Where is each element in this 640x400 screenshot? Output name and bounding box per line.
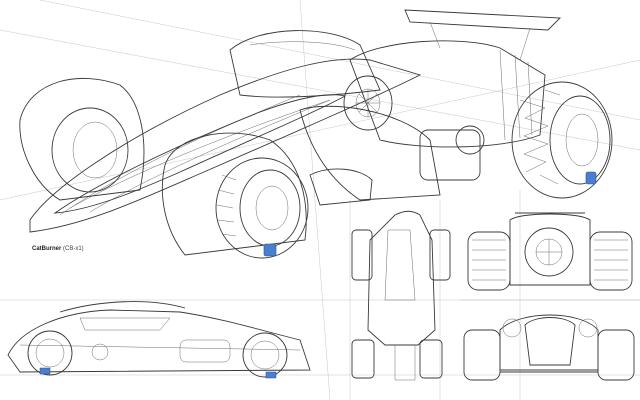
- fuselage: [29, 58, 422, 233]
- rear-body: [509, 213, 591, 286]
- top-front-left-wheel: [351, 229, 373, 281]
- front-left-tire: [463, 329, 501, 381]
- rear-side-panel: [419, 129, 481, 181]
- top-rear-right-wheel: [419, 339, 443, 379]
- front-right-tire: [597, 329, 635, 381]
- side-pod: [309, 168, 373, 206]
- front-left-wheel: [51, 107, 129, 193]
- rear-left-tire: [467, 231, 511, 291]
- rear-wing: [404, 9, 562, 31]
- top-rear-left-wheel: [351, 339, 375, 379]
- side-rear-wheel: [242, 332, 288, 378]
- rear-view: [467, 212, 633, 291]
- side-port: [455, 125, 485, 155]
- turbine-intake: [343, 75, 393, 131]
- mid-body: [299, 105, 441, 201]
- front-cockpit: [524, 317, 576, 366]
- rear-turbine-housing: [349, 40, 546, 148]
- side-body: [7, 309, 311, 373]
- front-right-wheel: [215, 157, 309, 259]
- caption-code: (CB-x1): [63, 246, 84, 252]
- top-view: [351, 210, 451, 381]
- caption-name: CatBurner: [32, 246, 62, 252]
- side-front-wheel: [27, 330, 73, 376]
- rear-wheel-accent: [585, 171, 597, 185]
- top-front-right-wheel: [429, 229, 451, 281]
- figure-caption: CatBurner (CB-x1): [32, 246, 84, 252]
- rear-right-wheel: [511, 81, 613, 199]
- upper-pod: [229, 30, 381, 98]
- front-left-fender: [19, 78, 145, 201]
- side-view: [7, 301, 311, 379]
- main-perspective-view: [19, 9, 613, 259]
- front-wheel-accent: [263, 243, 277, 257]
- rear-right-tire: [589, 231, 633, 291]
- front-view: [463, 314, 635, 381]
- rear-exhaust: [524, 227, 574, 277]
- front-body: [499, 314, 599, 371]
- top-body: [367, 210, 436, 346]
